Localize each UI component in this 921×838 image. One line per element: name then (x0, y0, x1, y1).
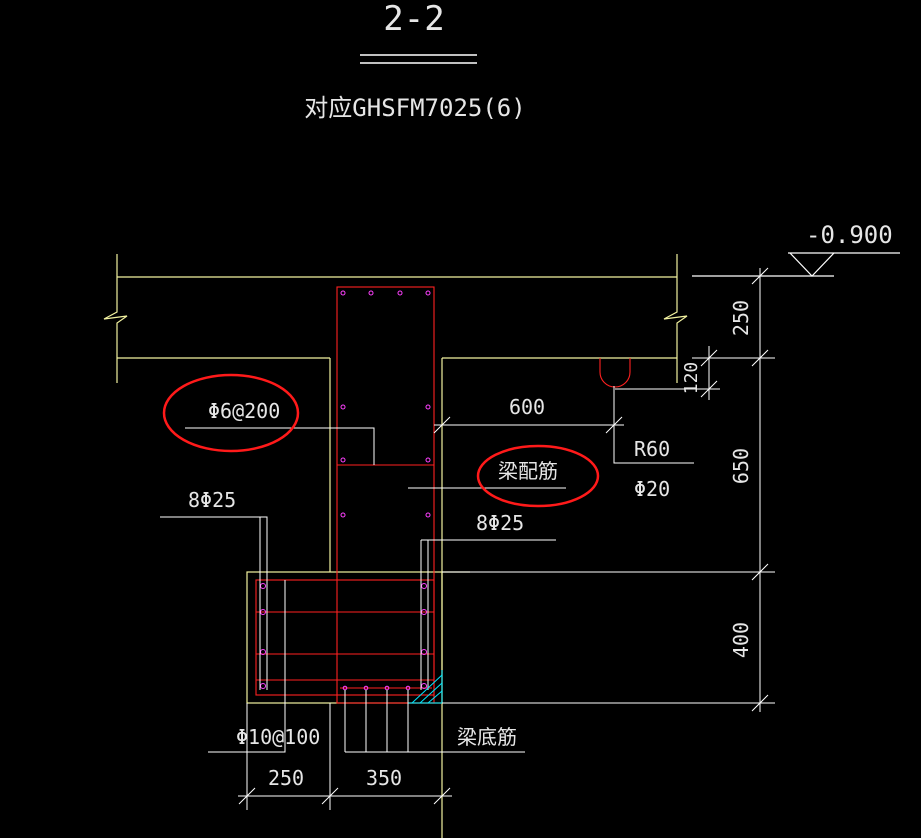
drawing-subtitle: 对应GHSFM7025(6) (304, 94, 525, 122)
rebar-dot (340, 404, 346, 410)
annotations: Φ6@200 梁配筋 8Φ25 8Φ25 Φ10@100 梁底筋 R60 Φ20 (188, 399, 670, 749)
dimension-texts-bottom: 250 350 (268, 766, 402, 790)
footing-outline (246, 571, 443, 704)
tick (751, 563, 769, 581)
rebar-dot (340, 512, 346, 518)
rebar-cage (255, 286, 435, 704)
dimension-chain-bottom (238, 703, 452, 810)
elevation-value: -0.900 (806, 221, 893, 249)
tick (321, 787, 339, 805)
hook-detail (599, 358, 694, 464)
leader-stirrup-upper (185, 427, 375, 465)
leader-8phi25-left (160, 516, 268, 540)
dim-250-bottom: 250 (268, 766, 304, 790)
dim-350: 350 (366, 766, 402, 790)
dimension-texts-right: 250 120 650 400 600 (509, 300, 753, 658)
dim-250-top: 250 (729, 300, 753, 336)
leader-stirrup-lower (208, 580, 286, 753)
rebar-dot (342, 685, 348, 691)
tick (433, 787, 451, 805)
dim-400: 400 (729, 622, 753, 658)
hatch-line (427, 690, 443, 704)
leader-hook (613, 386, 694, 464)
hatch-line (411, 674, 443, 704)
column-stirrup (336, 286, 435, 704)
rebar-dot (260, 583, 266, 589)
rebar-dot (425, 457, 431, 463)
tick (238, 787, 256, 805)
leader-lines (160, 427, 566, 753)
hook-icon (599, 358, 631, 388)
bar-diameter-label: Φ20 (634, 477, 670, 501)
dim-600: 600 (509, 395, 545, 419)
tick (751, 349, 769, 367)
tick (605, 416, 623, 434)
highlight-circles (162, 373, 600, 508)
tick (700, 380, 718, 398)
rebar-dot (421, 583, 427, 589)
dimension-chain-right (433, 267, 775, 712)
rebar-left-label: 8Φ25 (188, 488, 236, 512)
rebar-dot (363, 685, 369, 691)
highlight-circle-beam-rebar (476, 444, 600, 508)
stirrup-lower-label: Φ10@100 (236, 725, 320, 749)
footing-stirrup (255, 579, 435, 696)
rebar-dot (340, 457, 346, 463)
rebar-right-label: 8Φ25 (476, 511, 524, 535)
dim-650: 650 (729, 448, 753, 484)
hatch-line (419, 682, 443, 704)
rebar-dot (425, 290, 431, 296)
rebar-dot (425, 512, 431, 518)
tick (433, 416, 451, 434)
dim-120: 120 (681, 362, 702, 395)
break-line-left (103, 254, 128, 383)
rebar-dot (397, 290, 403, 296)
elevation-mark (692, 252, 900, 277)
rebar-dots (260, 290, 431, 691)
rebar-dot (405, 685, 411, 691)
radius-label: R60 (634, 437, 670, 461)
beam-bottom-rebar-label: 梁底筋 (457, 725, 517, 749)
rebar-dot (260, 683, 266, 689)
rebar-dot (368, 290, 374, 296)
highlight-circle-stirrup (162, 373, 300, 453)
rebar-dot (340, 290, 346, 296)
beam-rebar-label: 梁配筋 (498, 459, 558, 483)
structure-outline (103, 254, 688, 838)
tick (751, 694, 769, 712)
elevation-triangle-icon (789, 252, 835, 277)
corner-hatch (408, 670, 443, 704)
footing-vertical-bars (259, 517, 429, 690)
tick (751, 267, 769, 285)
title-block: 2-2 对应GHSFM7025(6) (304, 0, 525, 122)
section-label: 2-2 (383, 0, 444, 39)
tick (700, 349, 718, 367)
stirrup-upper-label: Φ6@200 (208, 399, 280, 423)
rebar-dot (384, 685, 390, 691)
break-line-right (663, 254, 688, 383)
rebar-dot (425, 404, 431, 410)
